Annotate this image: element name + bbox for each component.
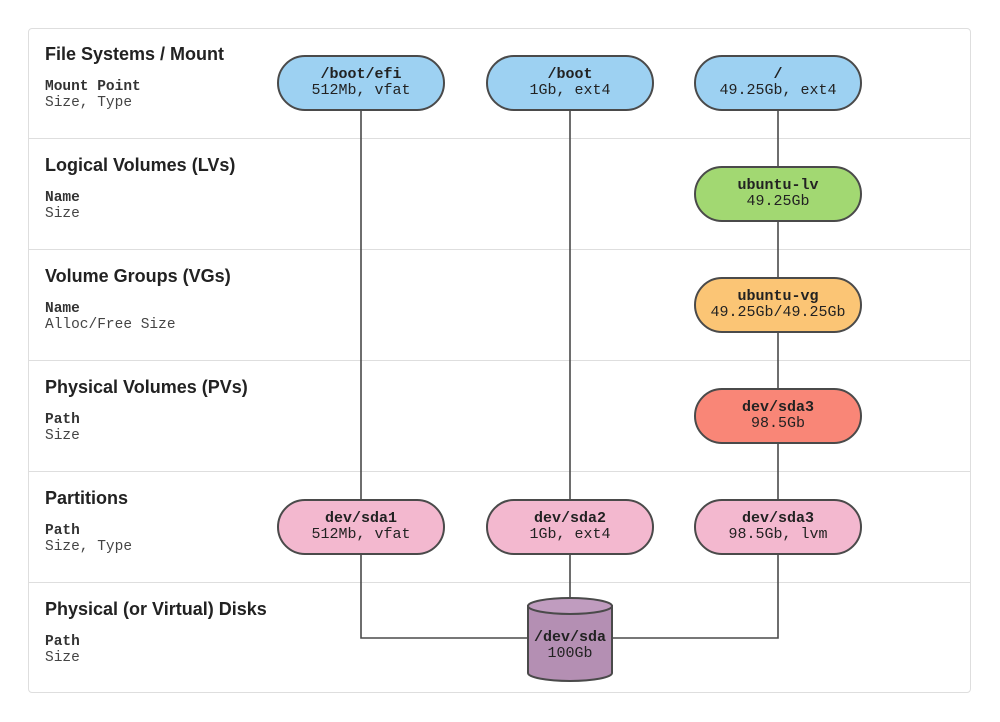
partition-node-sda2: dev/sda2 1Gb, ext4 — [486, 499, 654, 555]
row-field-primary: Mount Point — [45, 79, 141, 95]
row-title: File Systems / Mount — [45, 44, 225, 64]
row-field-primary: Path — [45, 634, 80, 650]
filesystem-node-boot: /boot 1Gb, ext4 — [486, 55, 654, 111]
row-fields: Name Size — [45, 190, 275, 222]
row-title: Partitions — [45, 488, 129, 508]
row-divider — [28, 138, 971, 139]
node-name: ubuntu-lv — [737, 177, 819, 194]
row-field-primary: Name — [45, 190, 80, 206]
row-fields: Mount Point Size, Type — [45, 79, 275, 111]
row-divider — [28, 582, 971, 583]
node-detail: 100Gb — [547, 645, 593, 662]
node-name: ubuntu-vg — [737, 288, 819, 305]
row-title: Physical Volumes (PVs) — [45, 377, 248, 397]
row-divider — [28, 249, 971, 250]
node-detail: 49.25Gb — [746, 193, 810, 210]
connector-line — [360, 554, 528, 639]
node-name: dev/sda1 — [324, 510, 397, 527]
filesystem-node-root: / 49.25Gb, ext4 — [694, 55, 862, 111]
node-detail: 512Mb, vfat — [311, 82, 411, 99]
row-field-primary: Name — [45, 301, 80, 317]
row-fields: Path Size, Type — [45, 523, 275, 555]
row-field-secondary: Size — [45, 206, 80, 222]
connector-line — [612, 554, 779, 639]
row-field-secondary: Size, Type — [45, 539, 133, 555]
row-fields: Path Size — [45, 412, 275, 444]
row-label-logical-volumes: Logical Volumes (LVs) Name Size — [45, 154, 275, 222]
row-fields: Name Alloc/Free Size — [45, 301, 275, 333]
row-field-secondary: Size, Type — [45, 95, 133, 111]
disk-cylinder-icon — [527, 597, 613, 682]
row-field-secondary: Alloc/Free Size — [45, 317, 176, 333]
node-detail: 512Mb, vfat — [311, 526, 411, 543]
row-label-partitions: Partitions Path Size, Type — [45, 487, 275, 555]
node-name: dev/sda3 — [741, 510, 814, 527]
node-detail: 1Gb, ext4 — [529, 526, 611, 543]
row-label-volume-groups: Volume Groups (VGs) Name Alloc/Free Size — [45, 265, 275, 333]
node-detail: 49.25Gb/49.25Gb — [710, 304, 846, 321]
node-detail: 49.25Gb, ext4 — [719, 82, 837, 99]
row-title: Logical Volumes (LVs) — [45, 155, 236, 175]
node-name: dev/sda2 — [533, 510, 606, 527]
row-title: Physical (or Virtual) Disks — [45, 599, 267, 619]
row-label-physical-volumes: Physical Volumes (PVs) Path Size — [45, 376, 275, 444]
row-field-primary: Path — [45, 523, 80, 539]
disk-node-label: /dev/sda 100Gb — [528, 630, 612, 662]
partition-node-sda1: dev/sda1 512Mb, vfat — [277, 499, 445, 555]
row-field-primary: Path — [45, 412, 80, 428]
partition-node-sda3: dev/sda3 98.5Gb, lvm — [694, 499, 862, 555]
physical-volume-node: dev/sda3 98.5Gb — [694, 388, 862, 444]
row-field-secondary: Size — [45, 428, 80, 444]
node-name: /boot/efi — [320, 66, 402, 83]
volume-group-node: ubuntu-vg 49.25Gb/49.25Gb — [694, 277, 862, 333]
row-label-filesystems: File Systems / Mount Mount Point Size, T… — [45, 43, 275, 111]
node-detail: 1Gb, ext4 — [529, 82, 611, 99]
filesystem-node-boot-efi: /boot/efi 512Mb, vfat — [277, 55, 445, 111]
row-label-disks: Physical (or Virtual) Disks Path Size — [45, 598, 275, 666]
row-title: Volume Groups (VGs) — [45, 266, 231, 286]
node-detail: 98.5Gb — [750, 415, 805, 432]
row-fields: Path Size — [45, 634, 275, 666]
logical-volume-node: ubuntu-lv 49.25Gb — [694, 166, 862, 222]
node-name: dev/sda3 — [741, 399, 814, 416]
node-name: /dev/sda — [533, 629, 606, 646]
row-field-secondary: Size — [45, 650, 80, 666]
node-name: / — [773, 66, 783, 83]
row-divider — [28, 471, 971, 472]
node-name: /boot — [547, 66, 593, 83]
node-detail: 98.5Gb, lvm — [728, 526, 828, 543]
row-divider — [28, 360, 971, 361]
